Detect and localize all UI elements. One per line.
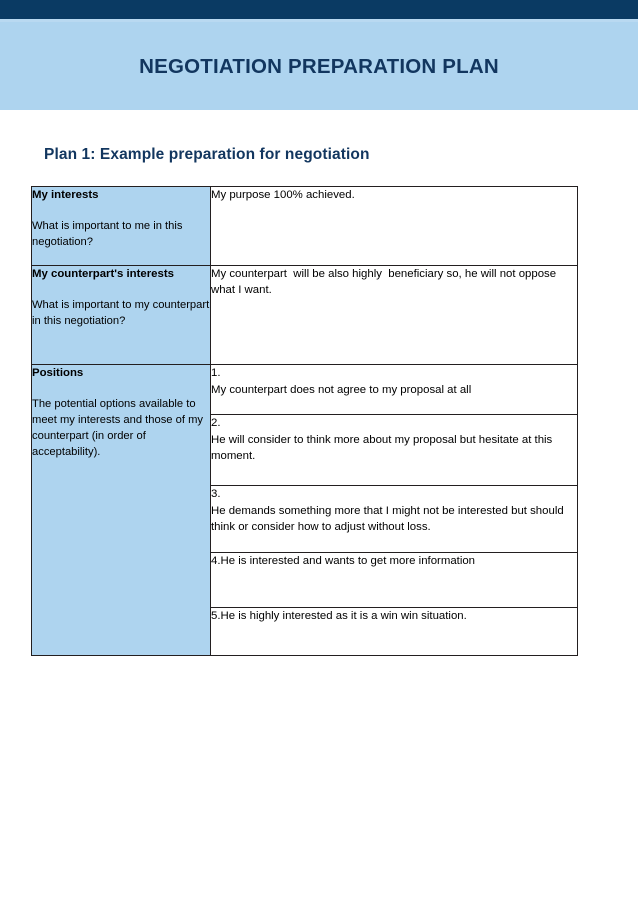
table-row-counterpart-interests: My counterpart's interests What is impor… <box>31 265 578 365</box>
value-cell-my-interests: My purpose 100% achieved. <box>210 186 578 266</box>
table-row-position-1: Positions The potential options availabl… <box>31 364 578 656</box>
label-cell-positions: Positions The potential options availabl… <box>31 364 211 656</box>
value-cell-position-4: 4.He is interested and wants to get more… <box>210 552 578 608</box>
top-accent-seam <box>0 19 638 22</box>
label-cell-counterpart-interests: My counterpart's interests What is impor… <box>31 265 211 365</box>
value-cell-position-5: 5.He is highly interested as it is a win… <box>210 607 578 656</box>
page-title: NEGOTIATION PREPARATION PLAN <box>139 54 499 78</box>
label-title-my-interests: My interests <box>32 189 99 201</box>
plan-subtitle: Plan 1: Example preparation for negotiat… <box>44 146 370 163</box>
table-row-position-4: 4.He is interested and wants to get more… <box>32 552 578 608</box>
value-cell-position-2: 2. He will consider to think more about … <box>210 414 578 486</box>
value-cell-position-1: 1. My counterpart does not agree to my p… <box>210 364 578 415</box>
table-row-position-3: 3. He demands something more that I migh… <box>32 485 578 553</box>
top-accent-bar <box>0 0 638 19</box>
label-title-counterpart-interests: My counterpart's interests <box>32 268 174 280</box>
label-cell-my-interests: My interests What is important to me in … <box>31 186 211 266</box>
table-row-position-5: 5.He is highly interested as it is a win… <box>32 607 578 656</box>
label-title-positions: Positions <box>32 367 84 379</box>
label-desc-my-interests: What is important to me in this negotiat… <box>32 220 183 249</box>
value-cell-position-3: 3. He demands something more that I migh… <box>210 485 578 553</box>
header-banner: NEGOTIATION PREPARATION PLAN <box>0 22 638 110</box>
label-desc-positions: The potential options available to meet … <box>32 398 203 458</box>
table-row-position-2: 2. He will consider to think more about … <box>32 414 578 486</box>
value-cell-counterpart-interests: My counterpart will be also highly benef… <box>210 265 578 365</box>
table-row-my-interests: My interests What is important to me in … <box>31 186 578 266</box>
label-desc-counterpart-interests: What is important to my counterpart in t… <box>32 299 210 328</box>
negotiation-plan-table: My interests What is important to me in … <box>31 186 578 656</box>
